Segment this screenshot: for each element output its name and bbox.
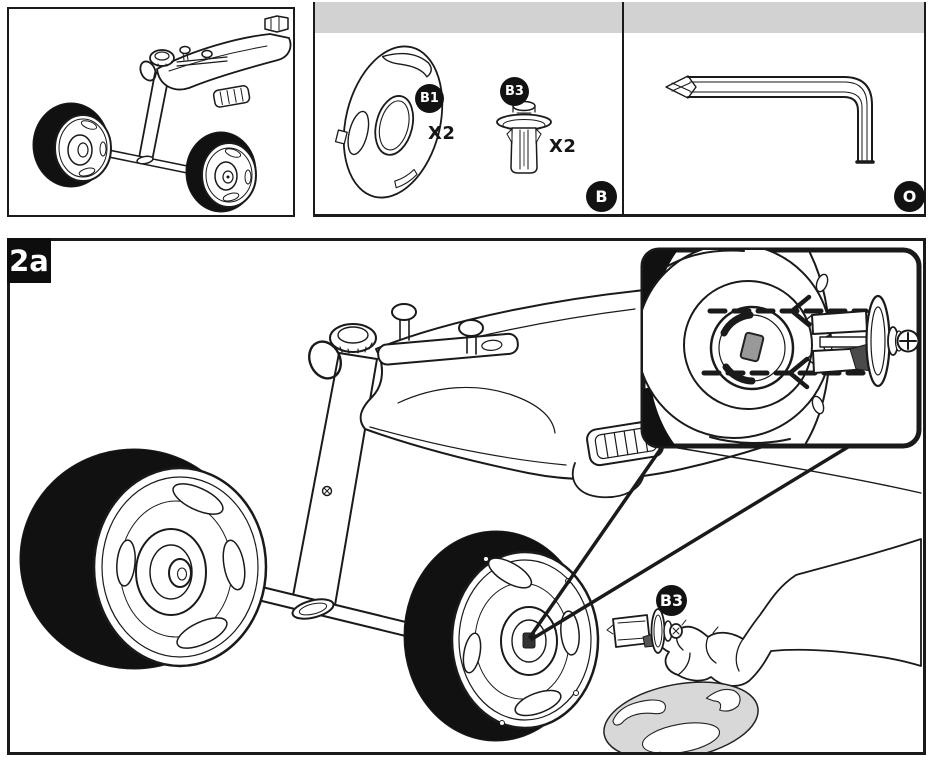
- part-b1-qty: X2: [428, 123, 456, 144]
- callout-b3-badge: B3: [656, 585, 687, 616]
- part-b3-badge: B3: [500, 77, 529, 106]
- panel-letter-b-badge: B: [586, 181, 617, 212]
- parts-panel-header: [315, 2, 622, 33]
- left-wheel-drawing: [19, 448, 268, 670]
- push-clip-b3-drawing: [496, 100, 552, 174]
- clip-detail-drawing: [805, 294, 919, 388]
- panel-letter-o-badge: O: [894, 181, 925, 212]
- wheel-cover-ground-drawing: [603, 681, 759, 752]
- parts-drawing: [334, 45, 552, 199]
- part-b1-badge: B1: [415, 84, 444, 113]
- step-number-label: 2a: [7, 238, 51, 283]
- handle-column-drawing: [291, 352, 378, 612]
- part-b3-qty: X2: [549, 136, 577, 157]
- tool-panel-header: [624, 2, 924, 33]
- panel-parts-b: B1 X2 B3 X2 B: [313, 2, 622, 217]
- wheel-cover-b1-drawing: [334, 45, 444, 199]
- panel-tool-o: O: [622, 2, 926, 217]
- insertion-dashed-arrows: [701, 294, 871, 390]
- mower-preview-drawing: [32, 15, 292, 213]
- push-clip-held-drawing: [606, 608, 683, 654]
- hand-with-clip-drawing: [657, 538, 922, 687]
- callout-inset: [640, 247, 922, 449]
- hub-square-hole: [739, 331, 765, 363]
- panel-assembly-preview: [7, 7, 295, 217]
- mower-assembly-drawing: [19, 247, 922, 752]
- right-wheel-drawing: [403, 530, 600, 742]
- panel-step-2a: 2a: [7, 238, 926, 755]
- callout-leader-lines: [528, 445, 850, 641]
- l-key-tool-drawing: [665, 75, 875, 164]
